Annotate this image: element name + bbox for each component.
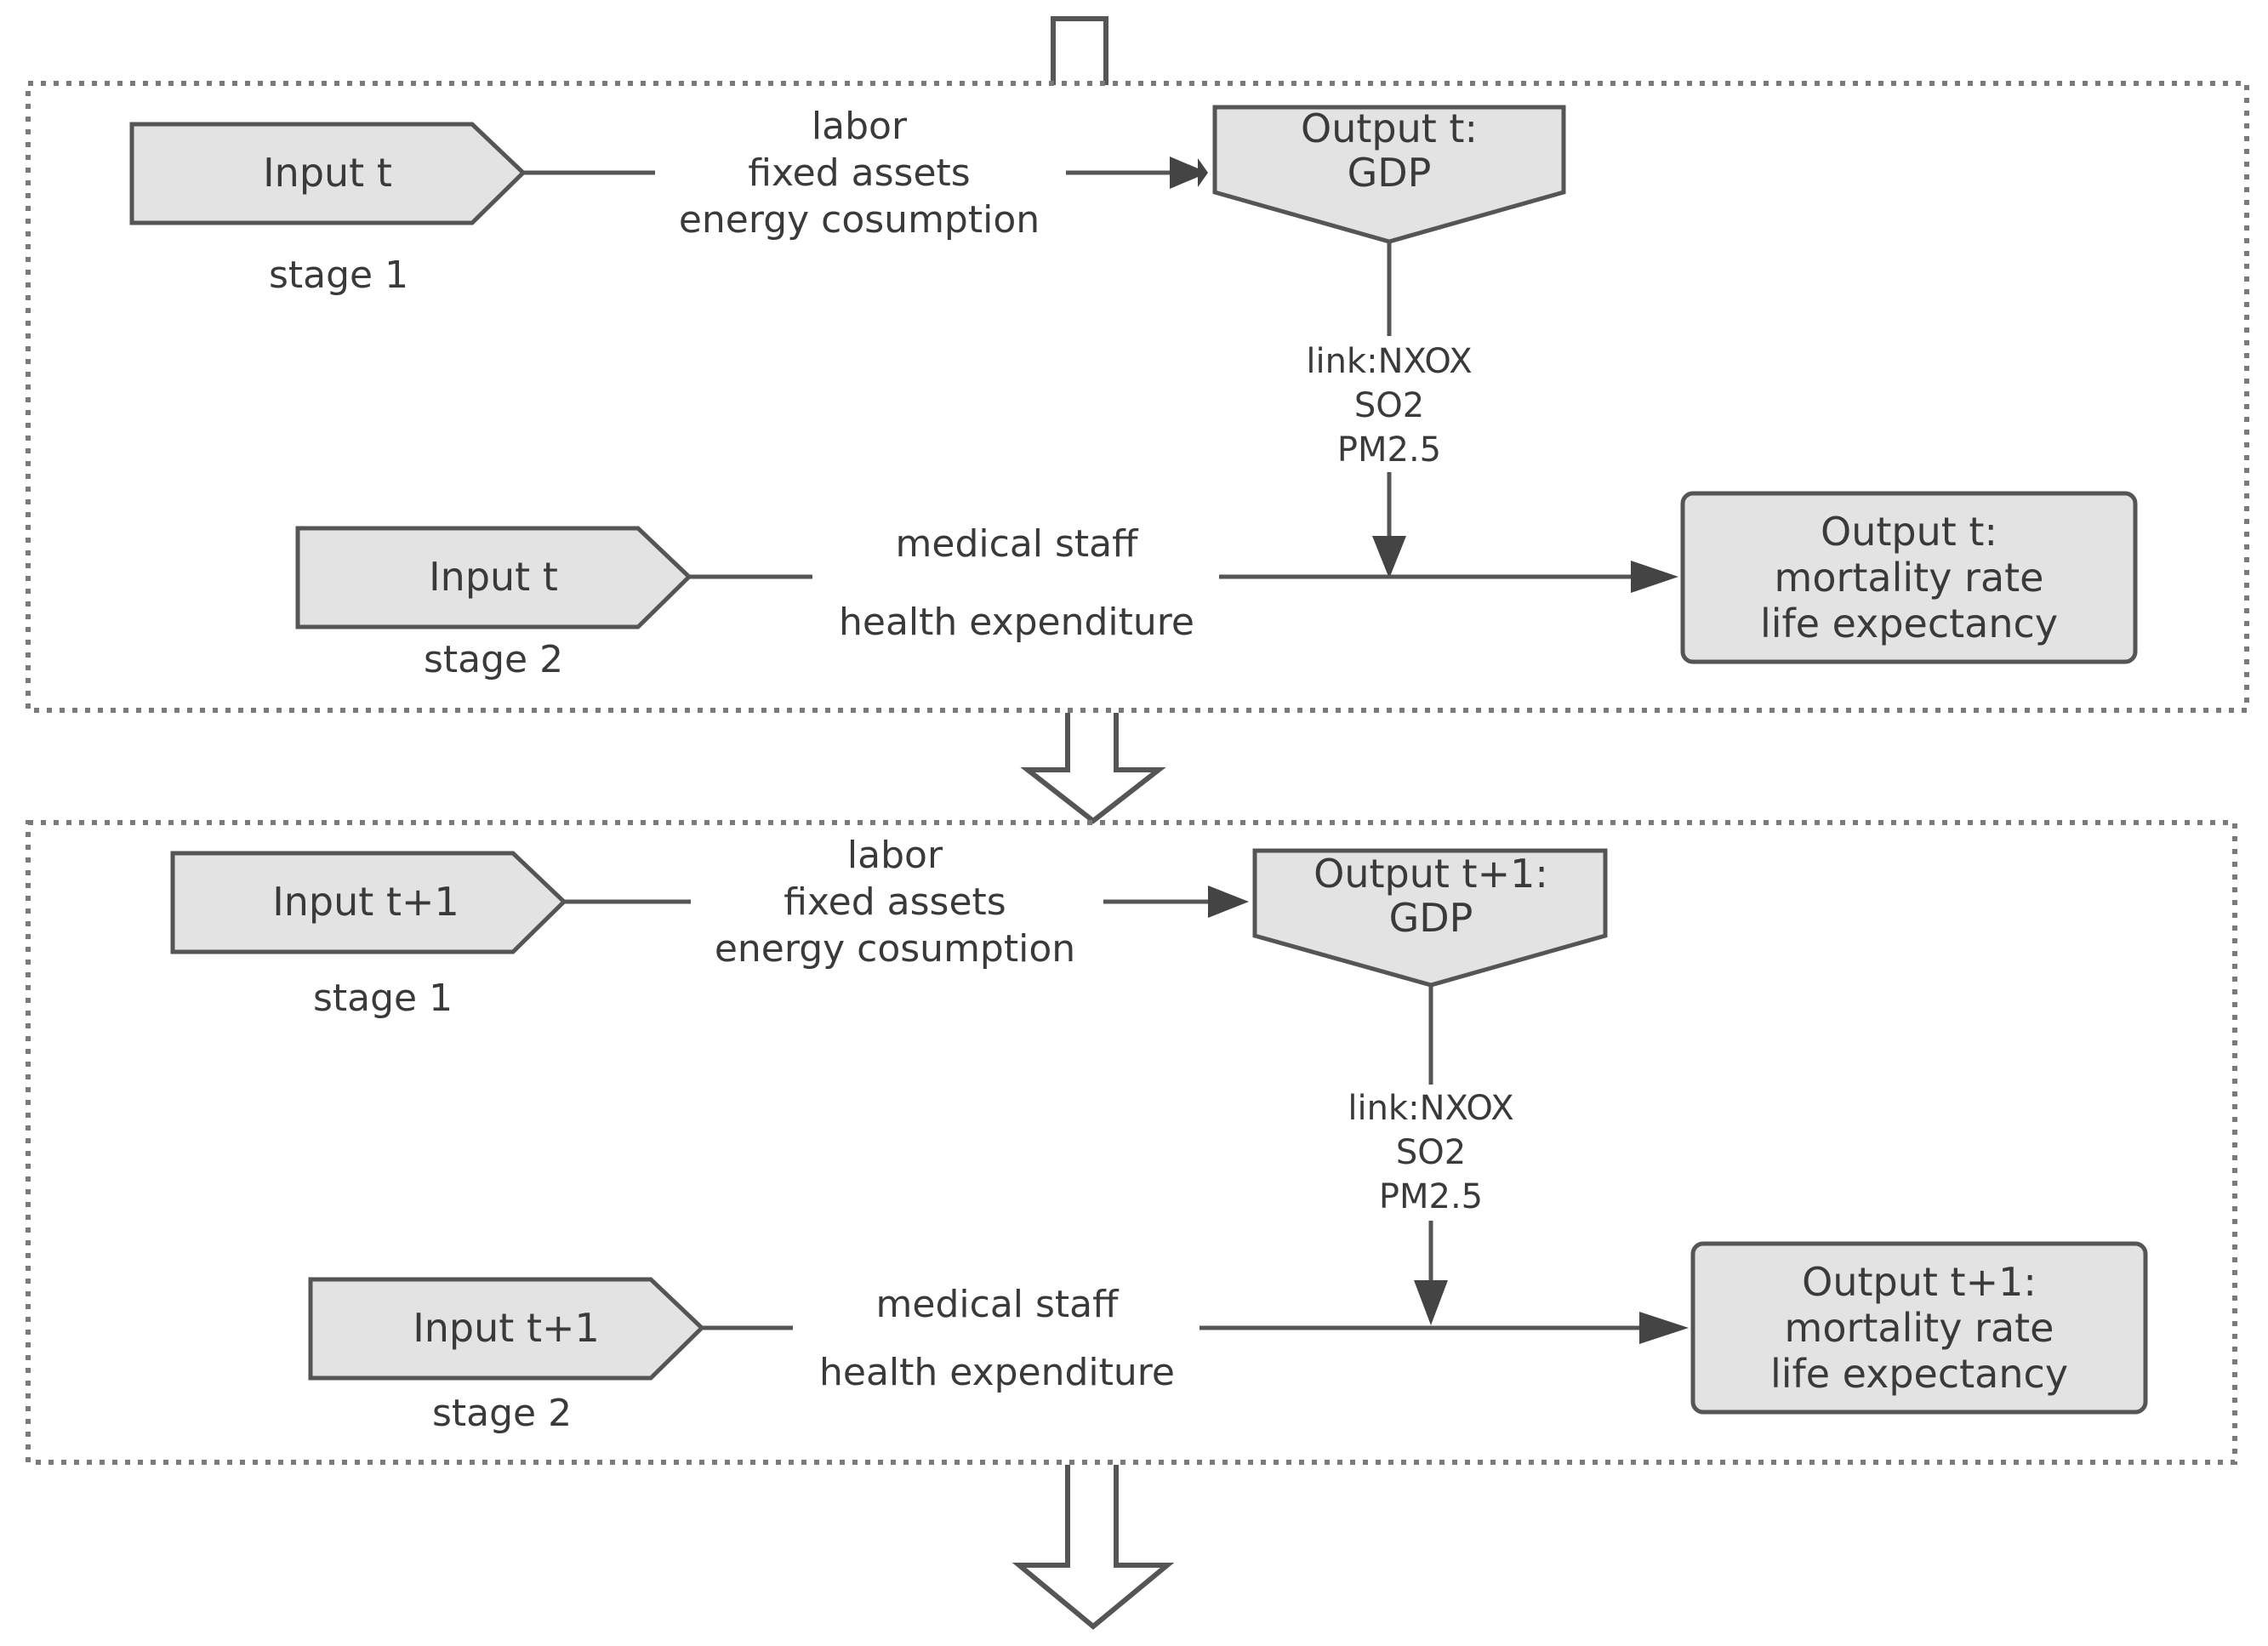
- period-t-stage1-input-label: Input t: [263, 150, 392, 196]
- period-t1-link-item: PM2.5: [1378, 1177, 1484, 1216]
- period-t-link-item: link:NXOX: [1306, 342, 1473, 381]
- period-t-stage1-input-shape: [129, 122, 527, 225]
- period-t1-stage2-output-line: Output t+1:: [1802, 1259, 2037, 1305]
- period-t1-stage2-input-shape: [308, 1277, 705, 1381]
- period-t1-link-arrowhead: [1414, 1280, 1448, 1325]
- period-t-link-arrowhead: [1372, 536, 1406, 578]
- carryover-in-arrow: [1051, 16, 1108, 85]
- period-t-link-item: SO2: [1353, 386, 1425, 425]
- period-t-stage1-arrowhead-tip: [1170, 157, 1208, 189]
- period-t-stage2-output-line: life expectancy: [1759, 601, 2059, 646]
- period-t-stage2-output-shape: [1680, 491, 2138, 664]
- period-t1-stage1-stage-label: stage 1: [312, 977, 453, 1020]
- period-t-stage1-output-value: GDP: [1347, 150, 1432, 196]
- period-t-stage1-input-item: energy cosumption: [678, 198, 1040, 242]
- period-t-stage1-output-shape: [1212, 105, 1566, 244]
- period-t-stage1-input-item: labor: [811, 105, 908, 148]
- period-t1-stage2-output-line: mortality rate: [1784, 1305, 2054, 1351]
- period-t-stage2-output-line: Output t:: [1821, 509, 1997, 555]
- period-transition-arrow: [1020, 713, 1166, 824]
- period-t1-stage1-input-label: Input t+1: [272, 879, 459, 925]
- period-t1-stage1-input-item: fixed assets: [784, 880, 1006, 924]
- period-t1-stage1-output-value: GDP: [1388, 895, 1473, 941]
- period-t1-frame: [26, 820, 2237, 1465]
- period-t1-stage1-arrowhead-tip: [1208, 886, 1249, 918]
- period-t1-stage1-output-shape: [1252, 848, 1608, 988]
- period-t-stage1-stage-label: stage 1: [268, 253, 409, 297]
- period-t1-stage2-output-shape: [1690, 1241, 2148, 1415]
- period-t1-stage2-input-item: health expenditure: [819, 1351, 1175, 1394]
- period-t1-link-item: link:NXOX: [1348, 1089, 1514, 1128]
- period-t-stage2-flow-arrowhead: [1631, 561, 1678, 593]
- period-t1-stage2-flow-arrowhead: [1639, 1312, 1689, 1344]
- period-t-stage2-input-item: health expenditure: [839, 601, 1194, 644]
- period-t1-stage1-input-item: energy cosumption: [714, 927, 1076, 971]
- period-t1-stage2-input-item: medical staff: [875, 1283, 1119, 1326]
- carryover-out-arrow: [1011, 1465, 1175, 1630]
- period-t-stage2-input-item: medical staff: [895, 522, 1138, 566]
- period-t-stage2-input-label: Input t: [429, 554, 558, 600]
- period-t-stage1-output-title: Output t:: [1301, 105, 1478, 151]
- period-t1-stage1-output-title: Output t+1:: [1314, 851, 1548, 897]
- period-t1-stage2-stage-label: stage 2: [431, 1392, 573, 1435]
- period-t1-stage2-output-line: life expectancy: [1769, 1351, 2069, 1397]
- period-t1-stage1-input-item: labor: [846, 834, 943, 877]
- period-t1-link-item: SO2: [1395, 1133, 1467, 1172]
- period-t-link-item: PM2.5: [1336, 430, 1442, 470]
- period-t-stage2-stage-label: stage 2: [423, 638, 564, 681]
- period-t1-stage1-input-shape: [170, 851, 567, 954]
- period-t-stage2-output-line: mortality rate: [1774, 555, 2044, 601]
- period-t-stage2-input-shape: [295, 526, 692, 629]
- period-t-stage1-input-item: fixed assets: [748, 151, 971, 195]
- period-t1-stage2-input-label: Input t+1: [413, 1305, 600, 1351]
